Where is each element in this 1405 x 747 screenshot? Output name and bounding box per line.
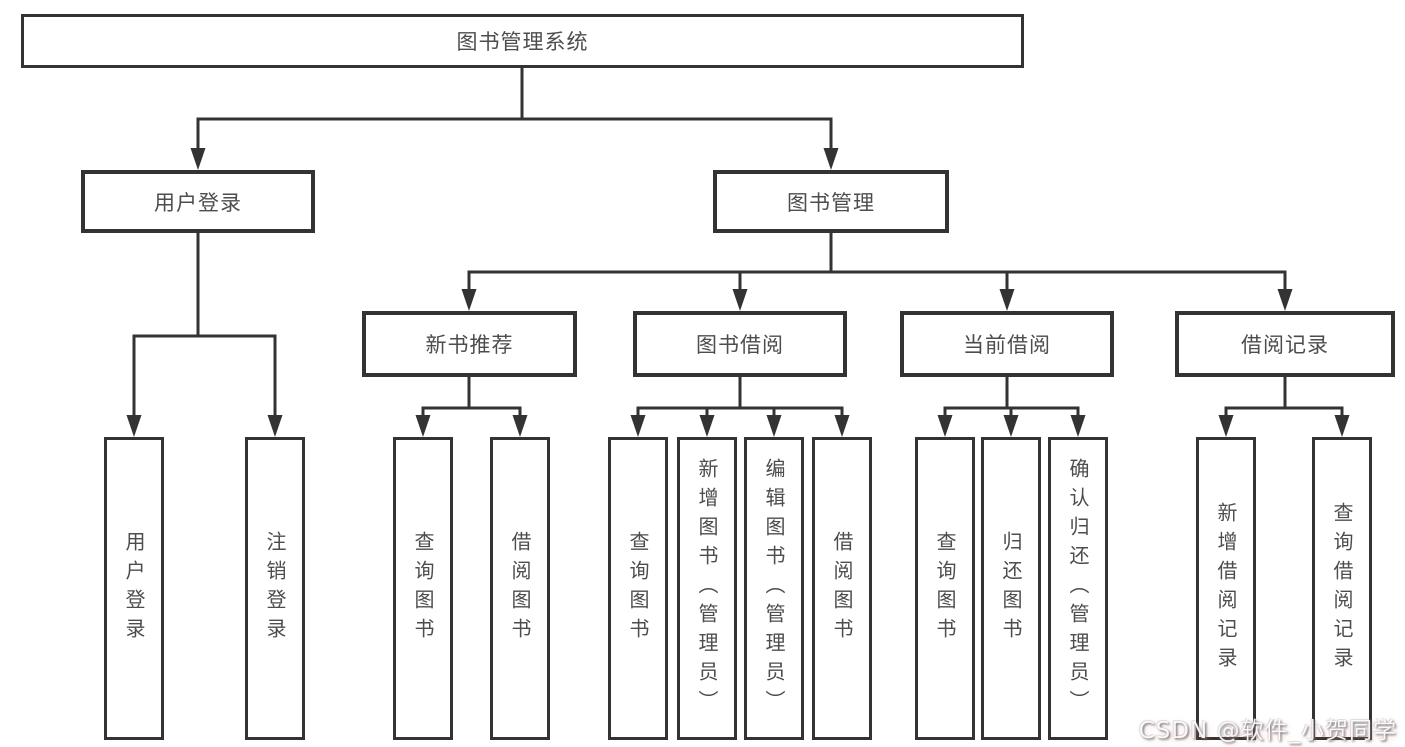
node-label: 查询图书 [411, 530, 435, 647]
connector-newbook-to-leaves [415, 375, 528, 437]
node-label: 新书推荐 [425, 333, 514, 357]
leaf-borrow-edit-admin: 编辑图书（管理员） [744, 437, 804, 740]
node-label: 注销登录 [263, 530, 287, 647]
connector-userlogin-to-leaves [126, 231, 283, 437]
node-label: 查询图书 [933, 530, 957, 647]
leaf-borrow-add-admin: 新增图书（管理员） [677, 437, 737, 740]
node-label: 当前借阅 [963, 333, 1051, 357]
node-current-borrow: 当前借阅 [900, 311, 1114, 377]
node-label: 新增图书（管理员） [695, 458, 719, 719]
csdn-watermark: CSDN @软件_小贺同学 [1138, 718, 1397, 744]
node-borrow-record: 借阅记录 [1175, 311, 1395, 377]
leaf-newbook-query: 查询图书 [393, 437, 453, 740]
leaf-logout: 注销登录 [245, 437, 305, 740]
node-label: 新增借阅记录 [1214, 501, 1238, 676]
node-label: 用户登录 [154, 190, 242, 215]
node-label: 确认归还（管理员） [1066, 458, 1090, 719]
leaf-newbook-borrow: 借阅图书 [490, 437, 550, 740]
leaf-current-return: 归还图书 [981, 437, 1041, 740]
leaf-record-query: 查询借阅记录 [1312, 437, 1372, 740]
connector-root-to-level2 [190, 66, 839, 170]
node-label: 借阅图书 [830, 530, 854, 647]
connector-record-to-leaves [1218, 375, 1350, 437]
connector-borrow-to-leaves [630, 375, 850, 437]
node-library-management-system: 图书管理系统 [21, 14, 1024, 68]
node-book-management: 图书管理 [713, 170, 949, 233]
node-user-login: 用户登录 [81, 170, 315, 233]
node-label: 图书借阅 [696, 333, 784, 357]
leaf-borrow-book: 借阅图书 [812, 437, 872, 740]
connector-bookmgmt-to-level3 [461, 231, 1293, 311]
leaf-borrow-query: 查询图书 [608, 437, 668, 740]
leaf-current-query: 查询图书 [915, 437, 975, 740]
node-label: 归还图书 [999, 530, 1023, 647]
leaf-record-add: 新增借阅记录 [1196, 437, 1256, 740]
node-label: 查询图书 [626, 530, 650, 647]
node-book-borrow: 图书借阅 [633, 311, 847, 377]
connector-current-to-leaves [937, 375, 1086, 437]
leaf-user-login: 用户登录 [104, 437, 164, 740]
leaf-current-confirm-admin: 确认归还（管理员） [1048, 437, 1108, 740]
node-label: 图书管理系统 [456, 30, 589, 54]
node-label: 借阅记录 [1241, 333, 1329, 357]
node-label: 编辑图书（管理员） [762, 458, 786, 719]
node-label: 查询借阅记录 [1330, 501, 1354, 676]
node-label: 用户登录 [122, 530, 146, 647]
node-new-book-recommend: 新书推荐 [362, 311, 577, 377]
node-label: 图书管理 [787, 190, 875, 215]
node-label: 借阅图书 [508, 530, 532, 647]
